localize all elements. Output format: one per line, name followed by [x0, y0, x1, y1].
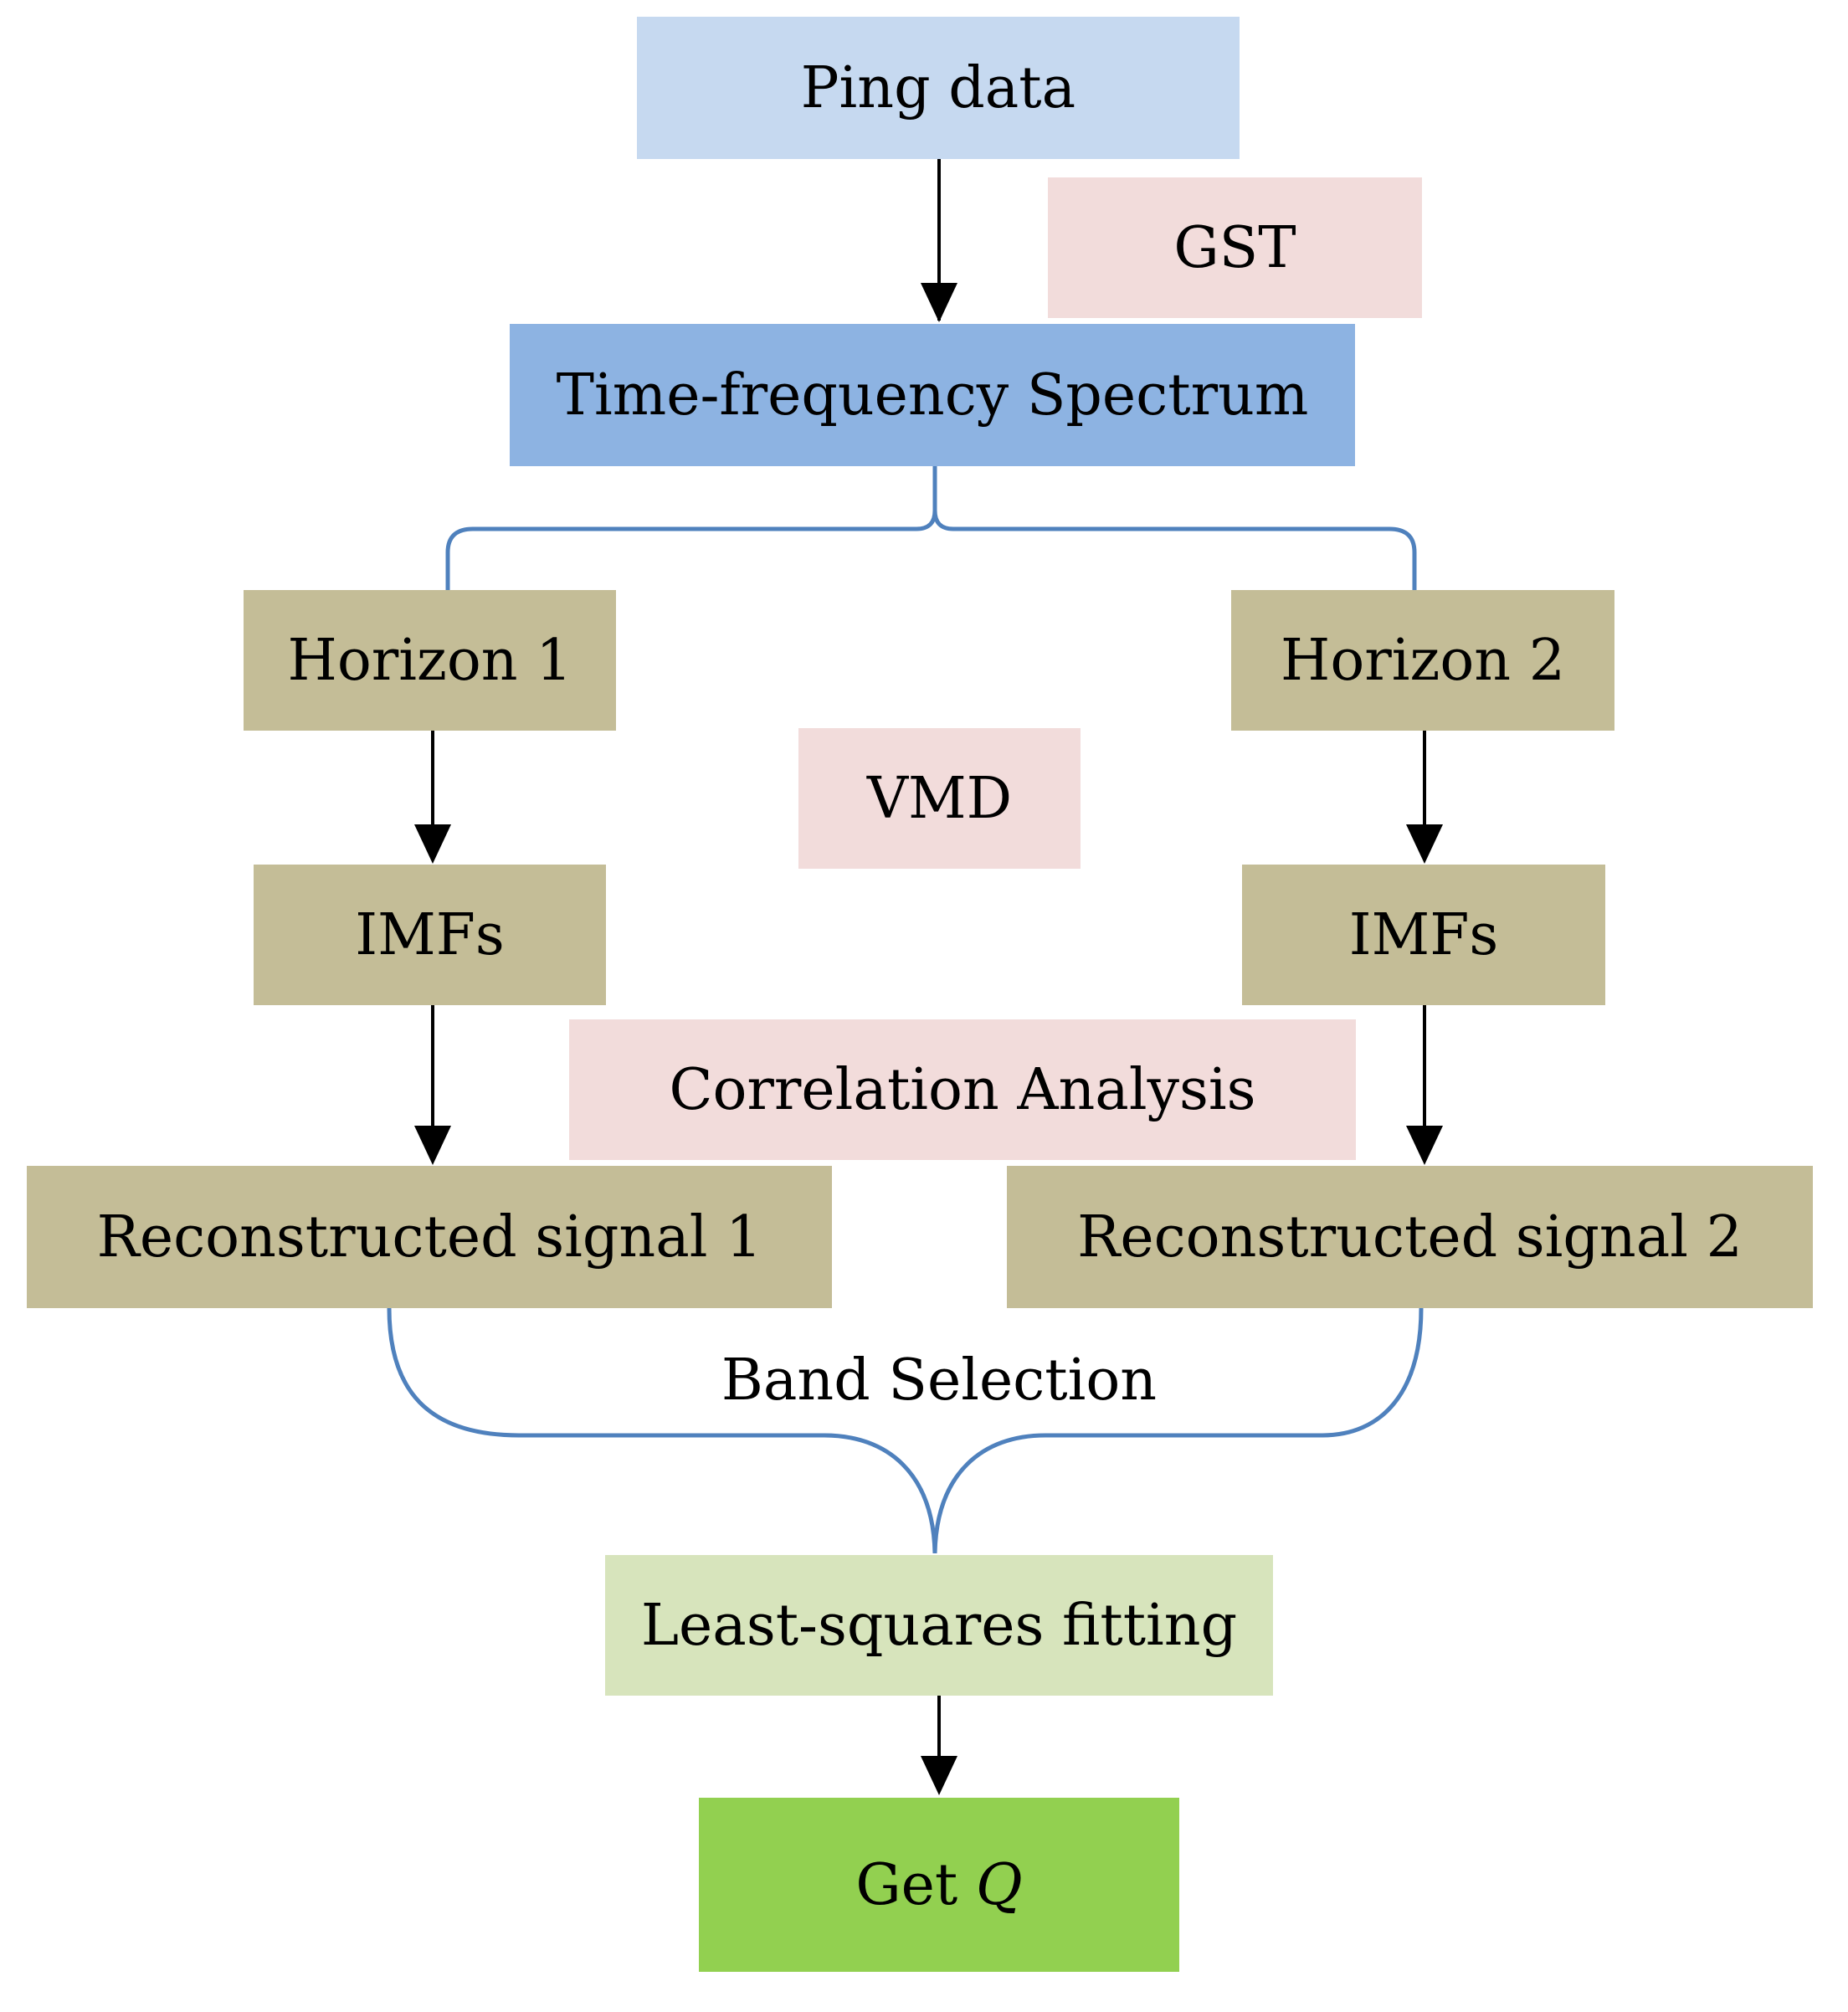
node-imfs-right: IMFs — [1242, 865, 1605, 1005]
merge-brace — [387, 1307, 1424, 1554]
node-vmd: VMD — [798, 728, 1081, 869]
arrowhead-horizon2-to-imfs — [1406, 824, 1443, 864]
arrowhead-imfs2-to-recon2 — [1406, 1126, 1443, 1165]
node-time-frequency-spectrum-label: Time-frequency Spectrum — [556, 362, 1309, 429]
split-brace — [445, 466, 1417, 590]
node-horizon-1: Horizon 1 — [244, 590, 616, 731]
arrowhead-horizon1-to-imfs — [414, 824, 451, 864]
node-least-squares-fitting: Least-squares fitting — [605, 1555, 1273, 1696]
arrowhead-ping-to-spectrum — [921, 283, 957, 322]
node-imfs-right-label: IMFs — [1348, 901, 1499, 968]
node-get-q: Get Q — [699, 1798, 1179, 1972]
arrowhead-fitting-to-result — [921, 1756, 957, 1795]
node-correlation-analysis: Correlation Analysis — [569, 1019, 1356, 1160]
node-reconstructed-signal-1: Reconstructed signal 1 — [27, 1166, 832, 1308]
node-imfs-left-label: IMFs — [355, 901, 505, 968]
node-reconstructed-signal-2-label: Reconstructed signal 2 — [1077, 1204, 1743, 1270]
node-reconstructed-signal-1-label: Reconstructed signal 1 — [96, 1204, 762, 1270]
node-get-q-variable: Q — [975, 1851, 1023, 1918]
node-horizon-1-label: Horizon 1 — [287, 627, 572, 694]
arrowhead-imfs1-to-recon1 — [414, 1126, 451, 1165]
node-horizon-2: Horizon 2 — [1231, 590, 1614, 731]
node-time-frequency-spectrum: Time-frequency Spectrum — [510, 324, 1355, 466]
node-reconstructed-signal-2: Reconstructed signal 2 — [1007, 1166, 1813, 1308]
node-get-q-prefix: Get — [855, 1851, 976, 1918]
band-selection-label: Band Selection — [721, 1347, 1158, 1414]
node-gst-label: GST — [1173, 214, 1296, 281]
node-gst: GST — [1048, 177, 1422, 318]
node-ping-data: Ping data — [637, 17, 1240, 159]
node-correlation-analysis-label: Correlation Analysis — [669, 1056, 1256, 1123]
node-imfs-left: IMFs — [254, 865, 606, 1005]
node-vmd-label: VMD — [866, 765, 1013, 832]
node-ping-data-label: Ping data — [800, 54, 1076, 121]
node-least-squares-fitting-label: Least-squares fitting — [640, 1592, 1238, 1659]
node-horizon-2-label: Horizon 2 — [1281, 627, 1565, 694]
